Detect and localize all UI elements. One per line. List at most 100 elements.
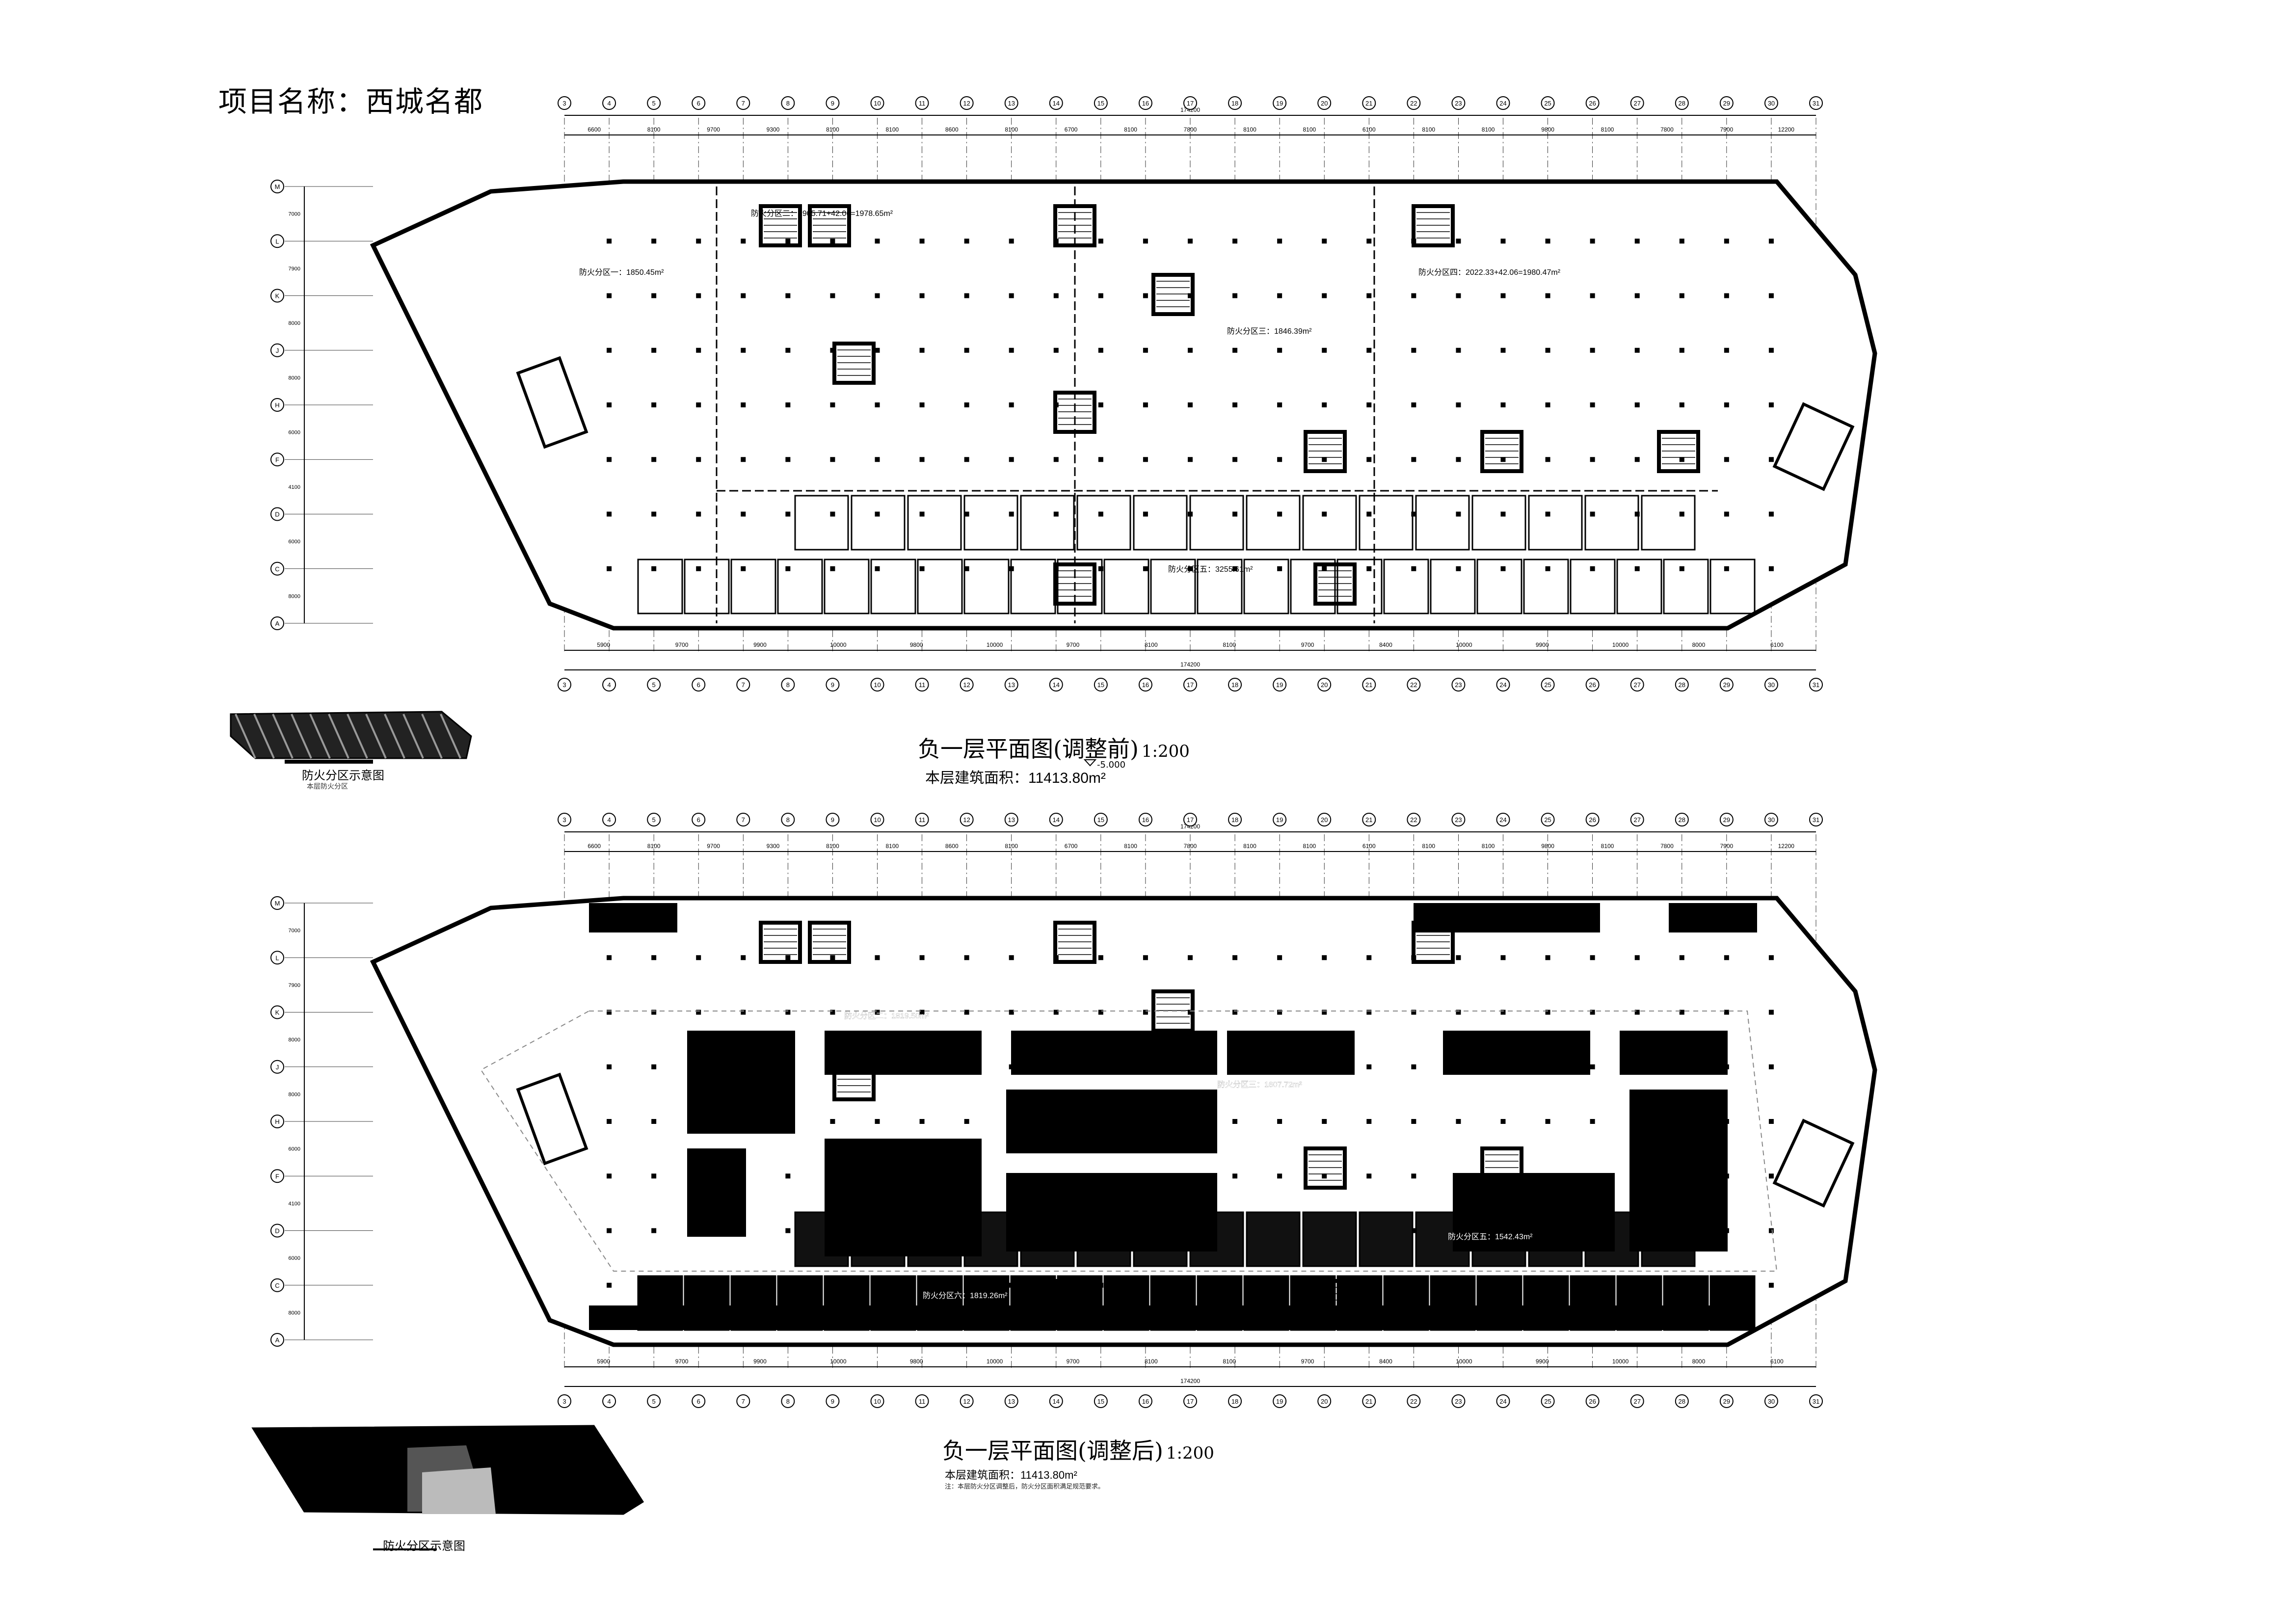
- grid-bubble-label: 27: [1633, 1398, 1640, 1405]
- stair-core: [1151, 273, 1195, 316]
- parking-block: [1620, 1031, 1728, 1075]
- structural-column: [1053, 347, 1059, 353]
- structural-column: [785, 239, 791, 244]
- structural-column: [1322, 239, 1327, 244]
- structural-column: [1322, 347, 1327, 353]
- grid-bubble-label: 20: [1321, 100, 1328, 107]
- grid-bubble-label: 4: [607, 816, 611, 824]
- structural-column: [1366, 1173, 1372, 1179]
- grid-bubble: [1407, 1394, 1421, 1408]
- side-dimension-label: 8000: [289, 593, 300, 599]
- shop-unit: [1302, 495, 1357, 551]
- dimension-label: 7900: [1720, 843, 1734, 850]
- fire-zone-label: 防火分区一：1850.45m²: [579, 268, 664, 277]
- structural-column: [1634, 457, 1640, 462]
- structural-column: [1679, 1010, 1684, 1015]
- grid-bubble-label: 8: [786, 100, 790, 107]
- parking-block: [1669, 903, 1757, 932]
- grid-bubble: [1049, 678, 1063, 692]
- shop-unit: [777, 559, 823, 614]
- grid-bubble-label: 28: [1679, 816, 1685, 824]
- fire-zone-label: 防火分区二：1905.71+42.06=1978.65m²: [751, 209, 893, 218]
- dimension-label: 8100: [1601, 843, 1614, 850]
- structural-column: [785, 566, 791, 571]
- grid-bubble: [270, 951, 284, 965]
- grid-bubble-label: 10: [874, 1398, 881, 1405]
- structural-column: [1545, 511, 1550, 517]
- structural-column: [1590, 511, 1595, 517]
- shop-unit: [1476, 559, 1522, 614]
- grid-bubble: [781, 813, 795, 826]
- shop-unit: [1383, 559, 1429, 614]
- legend-hatch: [291, 714, 312, 759]
- dimension-label: 8100: [1223, 641, 1236, 648]
- structural-column: [1098, 457, 1103, 462]
- grid-bubble: [1809, 96, 1823, 110]
- structural-column: [1634, 1010, 1640, 1015]
- structural-column: [1768, 1173, 1774, 1179]
- structural-column: [1724, 955, 1729, 960]
- grid-bubble: [781, 1394, 795, 1408]
- structural-column: [964, 293, 969, 298]
- grid-bubble-label: 30: [1768, 681, 1775, 689]
- grid-bubble-label: 20: [1321, 1398, 1328, 1405]
- grid-bubble: [870, 813, 884, 826]
- fire-zone-label: 防火分区四：2022.33+42.06=1980.47m²: [1418, 268, 1561, 277]
- grid-bubble-label: 25: [1544, 1398, 1551, 1405]
- structural-column: [1232, 955, 1238, 960]
- dimension-label: 8100: [1303, 843, 1316, 850]
- structural-column: [919, 1010, 925, 1015]
- dimension-label: 8000: [1692, 641, 1706, 648]
- grid-bubble-label: 30: [1768, 816, 1775, 824]
- structural-column: [1277, 955, 1282, 960]
- grid-bubble-label: 11: [919, 681, 926, 689]
- structural-column: [1590, 1064, 1595, 1069]
- grid-bubble: [270, 180, 284, 193]
- structural-column: [1143, 1010, 1148, 1015]
- structural-column: [1500, 239, 1506, 244]
- structural-column: [1053, 293, 1059, 298]
- structural-column: [607, 402, 612, 407]
- structural-column: [1098, 402, 1103, 407]
- grid-bubble-label: 14: [1053, 681, 1060, 689]
- structural-column: [1009, 293, 1014, 298]
- grid-bubble-label: 16: [1142, 681, 1149, 689]
- grid-bubble-label: 18: [1231, 681, 1238, 689]
- structural-column: [696, 955, 701, 960]
- shop-unit: [1189, 495, 1244, 551]
- structural-column: [1679, 566, 1684, 571]
- structural-column: [1098, 347, 1103, 353]
- structural-column: [1188, 347, 1193, 353]
- grid-bubble: [1675, 678, 1689, 692]
- shop-unit: [1246, 495, 1301, 551]
- grid-bubble-label: 26: [1589, 100, 1596, 107]
- grid-bubble-label: 6: [697, 816, 700, 824]
- shop-unit: [1430, 559, 1476, 614]
- structural-column: [741, 457, 746, 462]
- shop-unit: [870, 559, 916, 614]
- structural-column: [830, 293, 835, 298]
- grid-bubble: [960, 96, 974, 110]
- structural-column: [1768, 457, 1774, 462]
- structural-column: [1098, 293, 1103, 298]
- stair-core: [1053, 921, 1096, 964]
- structural-column: [1634, 347, 1640, 353]
- structural-column: [1768, 511, 1774, 517]
- dimension-label: 9700: [1067, 641, 1080, 648]
- grid-bubble: [960, 1394, 974, 1408]
- structural-column: [607, 1282, 612, 1288]
- overall-width-label: 174200: [1180, 661, 1200, 668]
- dimension-label: 8100: [1223, 1358, 1236, 1365]
- grid-bubble: [1496, 678, 1510, 692]
- dimension-label: 7800: [1184, 126, 1197, 133]
- structural-column: [1456, 293, 1461, 298]
- structural-column: [1679, 511, 1684, 517]
- grid-bubble: [1630, 96, 1644, 110]
- parking-block: [687, 1031, 795, 1134]
- grid-bubble-label: 31: [1813, 816, 1819, 824]
- grid-bubble-label: 28: [1679, 681, 1685, 689]
- structural-column: [1500, 347, 1506, 353]
- grid-bubble: [1183, 678, 1197, 692]
- structural-column: [830, 457, 835, 462]
- structural-column: [741, 511, 746, 517]
